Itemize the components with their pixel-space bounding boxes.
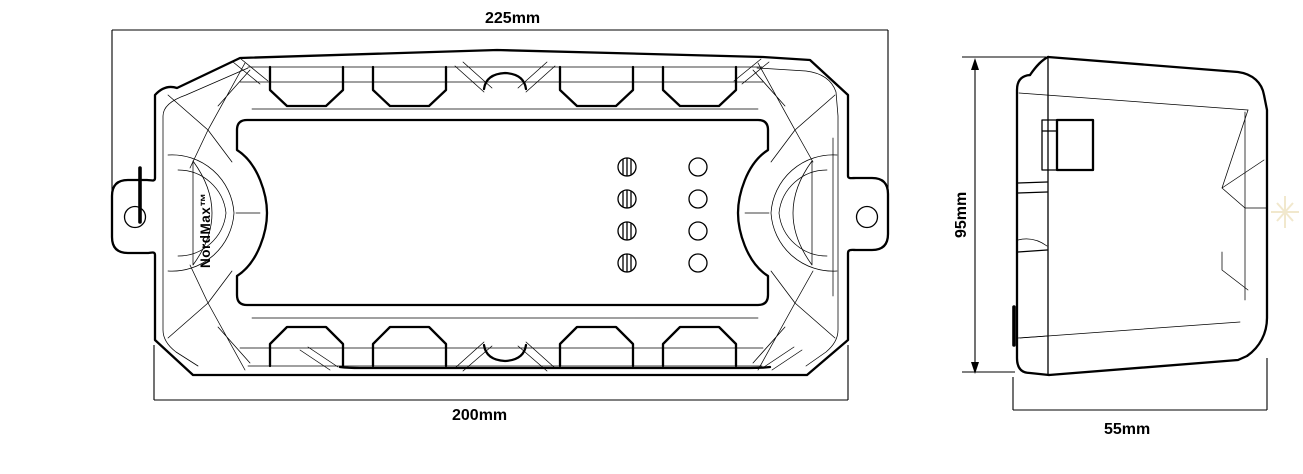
dimension-bottom-width: 200mm: [153, 345, 849, 424]
screw-icon: [617, 157, 637, 177]
screw-icon: [617, 189, 637, 209]
left-boss: NordMax™: [167, 154, 261, 272]
screw-icon: [617, 253, 637, 273]
grip-cutout: [661, 65, 738, 108]
dimension-label-height: 95mm: [953, 192, 970, 238]
mounting-hole-left: [123, 205, 147, 229]
dimension-label-top: 225mm: [485, 10, 540, 27]
dimension-side-depth: 55mm: [1012, 358, 1268, 438]
center-bump: [482, 343, 528, 363]
side-outline: [1015, 55, 1269, 377]
dimension-top-width: 225mm: [111, 10, 889, 195]
grip-cutout: [371, 65, 448, 108]
fastener-column: [617, 157, 637, 273]
grip-cutout: [558, 65, 635, 108]
indicator-led: [688, 157, 708, 177]
dimension-label-bottom: 200mm: [452, 407, 507, 424]
latch-clip: [1041, 118, 1095, 172]
grip-cutout: [558, 325, 635, 368]
side-view: 95mm 55mm: [953, 55, 1299, 438]
front-view: NordMax™: [110, 10, 890, 424]
dimension-label-depth: 55mm: [1104, 421, 1150, 438]
enclosure-outline: [110, 48, 890, 377]
grip-cutout: [661, 325, 738, 368]
screw-icon: [617, 221, 637, 241]
sparkle-artifact: [1271, 196, 1299, 228]
dimension-side-height: 95mm: [953, 56, 1046, 374]
flange-details: [1012, 181, 1048, 347]
indicator-led: [688, 253, 708, 273]
grip-cutout: [268, 325, 345, 368]
brand-logo: NordMax™: [198, 193, 213, 268]
top-grip-band: [232, 58, 770, 110]
corner-facets: [167, 62, 836, 371]
indicator-led: [688, 189, 708, 209]
side-facets: [1221, 109, 1268, 301]
mounting-hole-right: [855, 205, 879, 229]
grip-cutout: [371, 325, 448, 368]
inner-wall: [162, 67, 249, 367]
grip-cutout: [268, 65, 345, 108]
right-boss: [744, 137, 838, 297]
indicator-led: [688, 221, 708, 241]
indicator-column: [688, 157, 708, 273]
center-bump: [482, 71, 528, 91]
bottom-grip-band: [239, 317, 803, 372]
lid-face: [235, 118, 770, 307]
